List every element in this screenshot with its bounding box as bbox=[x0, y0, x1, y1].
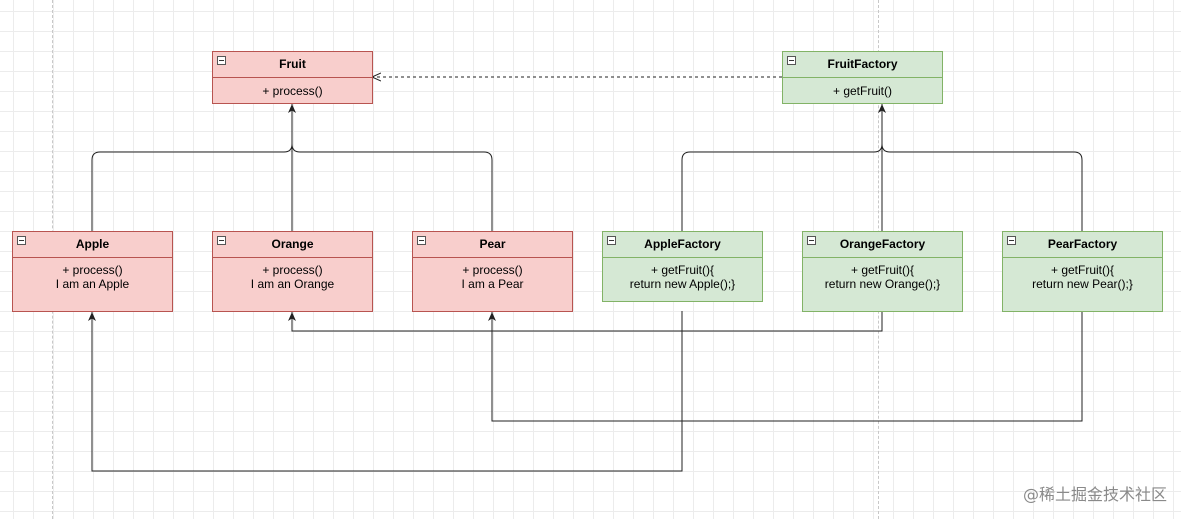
class-fruit-method: + process() bbox=[262, 84, 323, 98]
class-apple-line-1: + process() bbox=[62, 263, 123, 277]
class-pear[interactable]: Pear + process() I am a Pear bbox=[412, 231, 573, 312]
class-fruitfactory-body: + getFruit() bbox=[783, 78, 942, 98]
class-applefactory-line-1: + getFruit(){ bbox=[650, 263, 715, 277]
class-orange[interactable]: Orange + process() I am an Orange bbox=[212, 231, 373, 312]
class-orangefactory[interactable]: OrangeFactory + getFruit(){ return new O… bbox=[802, 231, 963, 312]
class-pear-line-1: + process() bbox=[462, 263, 523, 277]
class-applefactory-name: AppleFactory bbox=[644, 237, 721, 251]
class-orange-name: Orange bbox=[271, 237, 314, 251]
class-pearfactory-header: PearFactory bbox=[1003, 232, 1162, 258]
class-orange-header: Orange bbox=[213, 232, 372, 258]
class-orangefactory-body: + getFruit(){ return new Orange();} bbox=[803, 258, 962, 291]
class-fruitfactory[interactable]: FruitFactory + getFruit() bbox=[782, 51, 943, 104]
collapse-icon[interactable] bbox=[607, 236, 616, 245]
class-pearfactory-line-1: + getFruit(){ bbox=[1050, 263, 1115, 277]
class-apple-line-2: I am an Apple bbox=[55, 277, 130, 291]
watermark: @稀土掘金技术社区 bbox=[1022, 485, 1167, 504]
class-pear-body: + process() I am a Pear bbox=[413, 258, 572, 291]
class-pearfactory-line-2: return new Pear();} bbox=[1032, 277, 1133, 291]
class-pearfactory[interactable]: PearFactory + getFruit(){ return new Pea… bbox=[1002, 231, 1163, 312]
apple-to-fruit-inheritance bbox=[91, 104, 296, 231]
class-orangefactory-line-1: + getFruit(){ bbox=[850, 263, 915, 277]
class-applefactory-header: AppleFactory bbox=[603, 232, 762, 258]
collapse-icon[interactable] bbox=[17, 236, 26, 245]
class-fruit-name: Fruit bbox=[279, 57, 306, 71]
class-orange-line-1: + process() bbox=[262, 263, 323, 277]
class-fruitfactory-method: + getFruit() bbox=[832, 84, 892, 98]
applefactory-creates-apple bbox=[88, 311, 683, 472]
class-apple-header: Apple bbox=[13, 232, 172, 258]
class-orangefactory-name: OrangeFactory bbox=[839, 237, 926, 251]
class-fruit-body: + process() bbox=[213, 78, 372, 98]
class-apple-name: Apple bbox=[75, 237, 110, 251]
class-applefactory-body: + getFruit(){ return new Apple();} bbox=[603, 258, 762, 291]
class-apple-body: + process() I am an Apple bbox=[13, 258, 172, 291]
collapse-icon[interactable] bbox=[807, 236, 816, 245]
class-fruitfactory-header: FruitFactory bbox=[783, 52, 942, 78]
class-pear-header: Pear bbox=[413, 232, 572, 258]
class-orangefactory-header: OrangeFactory bbox=[803, 232, 962, 258]
class-orange-line-2: I am an Orange bbox=[250, 277, 335, 291]
class-orangefactory-line-2: return new Orange();} bbox=[824, 277, 941, 291]
class-fruit-header: Fruit bbox=[213, 52, 372, 78]
class-pear-line-2: I am a Pear bbox=[461, 277, 524, 291]
class-fruit[interactable]: Fruit + process() bbox=[212, 51, 373, 104]
collapse-icon[interactable] bbox=[217, 56, 226, 65]
class-apple[interactable]: Apple + process() I am an Apple bbox=[12, 231, 173, 312]
collapse-icon[interactable] bbox=[217, 236, 226, 245]
collapse-icon[interactable] bbox=[1007, 236, 1016, 245]
pear-to-fruit-inheritance bbox=[291, 143, 493, 231]
class-applefactory-line-2: return new Apple();} bbox=[629, 277, 736, 291]
class-orange-body: + process() I am an Orange bbox=[213, 258, 372, 291]
applefactory-to-fruitfactory-inheritance bbox=[681, 104, 886, 231]
collapse-icon[interactable] bbox=[787, 56, 796, 65]
collapse-icon[interactable] bbox=[417, 236, 426, 245]
pearfactory-to-fruitfactory-inheritance bbox=[881, 143, 1083, 231]
class-pearfactory-body: + getFruit(){ return new Pear();} bbox=[1003, 258, 1162, 291]
class-fruitfactory-name: FruitFactory bbox=[827, 57, 898, 71]
class-pear-name: Pear bbox=[479, 237, 506, 251]
orangefactory-creates-orange bbox=[288, 311, 883, 332]
class-applefactory[interactable]: AppleFactory + getFruit(){ return new Ap… bbox=[602, 231, 763, 302]
class-pearfactory-name: PearFactory bbox=[1047, 237, 1118, 251]
pearfactory-creates-pear bbox=[488, 311, 1083, 422]
